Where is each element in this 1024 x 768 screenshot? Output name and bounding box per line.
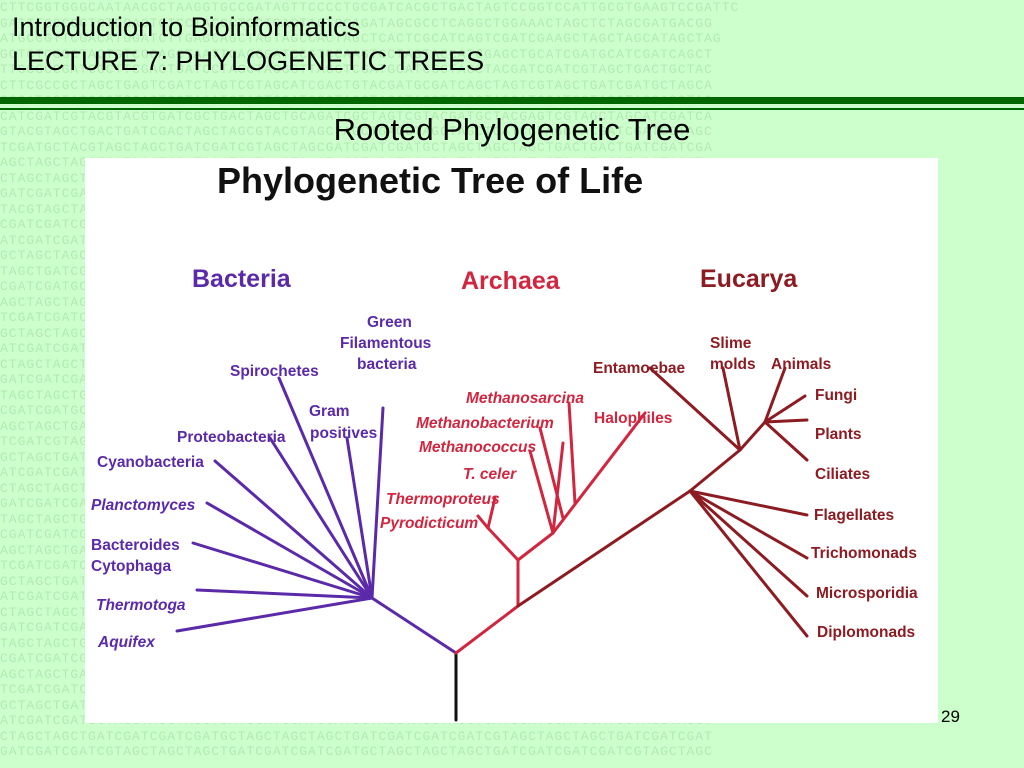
- label-slime-1: Slime: [710, 335, 752, 352]
- domain-bacteria: Bacteria: [192, 265, 292, 293]
- slide-title: Rooted Phylogenetic Tree: [333, 112, 691, 147]
- archaea-branches: [454, 401, 647, 655]
- label-ciliates: Ciliates: [815, 466, 870, 483]
- label-green-1: Green: [367, 314, 412, 331]
- label-spirochetes: Spirochetes: [230, 363, 319, 380]
- header-divider: [0, 97, 1024, 104]
- branch-entamoebae: [648, 366, 742, 452]
- course-title: Introduction to Bioinformatics: [12, 12, 361, 42]
- lecture-title: LECTURE 7: PHYLOGENETIC TREES: [12, 46, 485, 76]
- label-green-2: Filamentous: [340, 335, 431, 352]
- branch-t-celer: [528, 449, 555, 535]
- slide-number: 29: [941, 707, 960, 726]
- label-proteobacteria: Proteobacteria: [177, 429, 286, 446]
- label-planctomyces: Planctomyces: [91, 497, 196, 514]
- label-pyrodicticum: Pyrodicticum: [380, 515, 478, 532]
- domain-eucarya: Eucarya: [700, 265, 798, 293]
- branch-methanobacterium: [538, 426, 565, 520]
- label-gram-1: Gram: [309, 403, 350, 420]
- branch-flagellates: [688, 489, 809, 517]
- branch-thermoproteus: [486, 526, 520, 562]
- crown-node: [738, 420, 767, 452]
- branch-slime-molds: [721, 366, 742, 452]
- domain-archaea: Archaea: [461, 267, 561, 295]
- label-plants: Plants: [815, 426, 862, 443]
- label-animals: Animals: [771, 356, 831, 373]
- branch-bacteroides: [191, 541, 374, 600]
- archaea-inner: [516, 531, 555, 562]
- branch-diplomonads: [688, 489, 809, 638]
- label-t-celer: T. celer: [463, 466, 517, 483]
- branch-aquifex: [175, 596, 374, 633]
- label-halophiles: Halophiles: [594, 410, 672, 427]
- archaea-stem: [454, 604, 520, 655]
- eucarya-stem: [516, 489, 692, 608]
- branch-fungi: [763, 394, 807, 424]
- branch-methanococcus: [551, 441, 565, 535]
- lecture-header: Introduction to Bioinformatics LECTURE 7…: [12, 10, 484, 78]
- branch-methanosarcina: [567, 401, 577, 505]
- label-diplomonads: Diplomonads: [817, 624, 915, 641]
- branch-animals: [763, 366, 787, 424]
- label-entamoebae: Entamoebae: [593, 360, 686, 377]
- figure-title: Phylogenetic Tree of Life: [217, 160, 643, 201]
- label-aquifex: Aquifex: [97, 634, 156, 651]
- label-methanococcus: Methanococcus: [419, 439, 537, 456]
- bacteria-labels: Green Filamentous bacteria Spirochetes G…: [91, 314, 431, 651]
- eucarya-upper: [688, 448, 742, 493]
- eucarya-branches: [516, 366, 809, 638]
- label-thermoproteus: Thermoproteus: [386, 491, 500, 508]
- label-cytophaga: Cytophaga: [91, 558, 171, 575]
- branch-cyanobacteria: [213, 459, 374, 600]
- label-cyanobacteria: Cyanobacteria: [97, 454, 204, 471]
- branch-thermoproteus-tip: [486, 496, 497, 530]
- label-slime-2: molds: [710, 356, 756, 373]
- branch-microsporidia: [688, 489, 809, 598]
- tree-figure-panel: Phylogenetic Tree of Life Bacteria Archa…: [85, 158, 938, 723]
- label-trichomonads: Trichomonads: [811, 545, 917, 562]
- label-bacteroides: Bacteroides: [91, 537, 180, 554]
- branch-green-filamentous: [370, 406, 385, 600]
- bacteria-stem: [370, 596, 458, 655]
- eucarya-labels: Entamoebae Slime molds Animals Fungi Pla…: [593, 335, 918, 641]
- label-thermotoga: Thermotoga: [96, 597, 186, 614]
- branch-plants: [763, 418, 809, 424]
- label-microsporidia: Microsporidia: [816, 585, 918, 602]
- branch-spirochetes: [277, 376, 374, 600]
- branch-thermotoga: [195, 588, 374, 600]
- label-flagellates: Flagellates: [814, 507, 894, 524]
- branch-ciliates: [763, 420, 809, 462]
- branch-halophiles: [551, 411, 647, 535]
- branch-planctomyces: [205, 501, 374, 600]
- branch-pyrodicticum: [476, 514, 490, 530]
- branch-trichomonads: [688, 489, 809, 560]
- label-methanobacterium: Methanobacterium: [416, 415, 554, 432]
- branch-gram-positives: [345, 436, 374, 600]
- phylogenetic-tree-diagram: Phylogenetic Tree of Life Bacteria Archa…: [91, 160, 918, 722]
- bacteria-branches: [175, 376, 458, 655]
- archaea-labels: Methanosarcina Methanobacterium Halophil…: [380, 390, 672, 532]
- header-divider-thin: [0, 108, 1024, 110]
- label-fungi: Fungi: [815, 387, 857, 404]
- label-methanosarcina: Methanosarcina: [466, 390, 584, 407]
- label-gram-2: positives: [310, 425, 377, 442]
- label-green-3: bacteria: [357, 356, 417, 373]
- branch-proteobacteria: [268, 436, 374, 600]
